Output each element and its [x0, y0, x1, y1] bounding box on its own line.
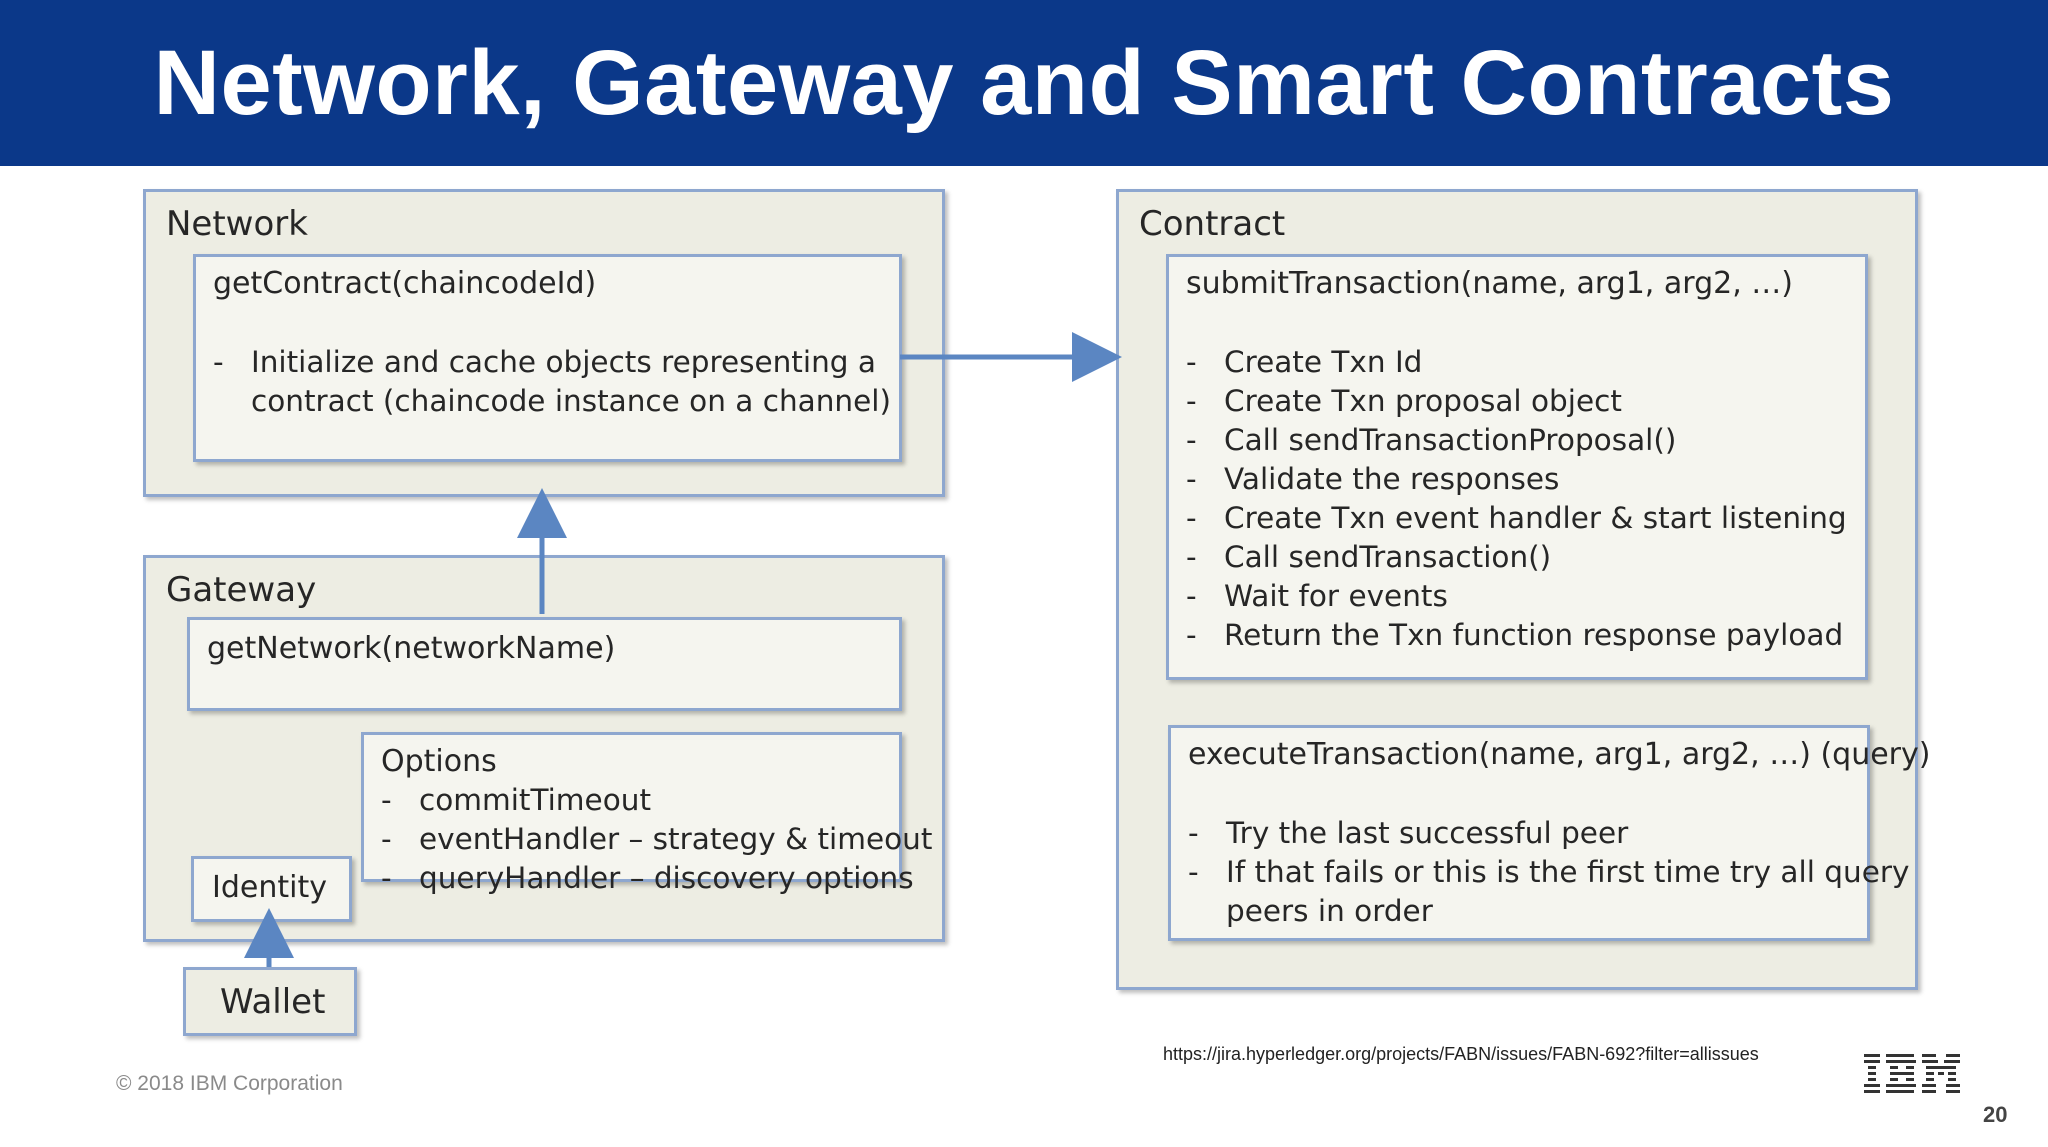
ibm-logo-icon [1864, 1054, 1960, 1093]
submit-transaction-method: submitTransaction(name, arg1, arg2, …) [1186, 266, 1793, 301]
list-item: -Validate the responses [1186, 462, 1560, 496]
gateway-label: Gateway [166, 570, 317, 610]
get-network-method: getNetwork(networkName) [207, 631, 616, 666]
list-item: -Wait for events [1186, 579, 1448, 613]
list-item: -Return the Txn function response payloa… [1186, 618, 1844, 652]
wallet-label: Wallet [220, 982, 326, 1022]
submit-transaction-list: -Create Txn Id -Create Txn proposal obje… [1186, 343, 1847, 655]
list-item: -If that fails or this is the first time… [1188, 855, 1910, 889]
list-item: -Call sendTransaction() [1186, 540, 1552, 574]
list-item: -Call sendTransactionProposal() [1186, 423, 1677, 457]
title-bar: Network, Gateway and Smart Contracts [0, 0, 2048, 166]
execute-transaction-method: executeTransaction(name, arg1, arg2, …) … [1188, 737, 1931, 772]
get-contract-list: -Initialize and cache objects representi… [213, 343, 891, 421]
wallet-box: Wallet [183, 967, 357, 1036]
list-item: -eventHandler – strategy & timeout [381, 822, 933, 856]
footer-url: https://jira.hyperledger.org/projects/FA… [1163, 1044, 1759, 1064]
identity-box: Identity [191, 856, 352, 922]
list-item: -commitTimeout [381, 783, 652, 817]
get-contract-method: getContract(chaincodeId) [213, 266, 597, 301]
copyright: © 2018 IBM Corporation [116, 1072, 343, 1095]
list-item: -Create Txn proposal object [1186, 384, 1622, 418]
list-item: -Create Txn Id [1186, 345, 1423, 379]
network-label: Network [166, 204, 308, 244]
execute-transaction-list: -Try the last successful peer -If that f… [1188, 814, 1909, 931]
identity-label: Identity [212, 870, 327, 905]
options-title: Options [381, 744, 497, 779]
list-item: -queryHandler – discovery options [381, 861, 914, 895]
execute-transaction-box: executeTransaction(name, arg1, arg2, …) … [1168, 725, 1930, 941]
list-item: -Initialize and cache objects representi… [213, 345, 876, 379]
get-contract-box: getContract(chaincodeId) -Initialize and… [193, 254, 902, 462]
contract-label: Contract [1139, 204, 1286, 244]
slide-title: Network, Gateway and Smart Contracts [153, 31, 1895, 134]
submit-transaction-box: submitTransaction(name, arg1, arg2, …) -… [1166, 254, 1868, 680]
list-item: contract (chaincode instance on a channe… [251, 384, 891, 418]
list-item: -Create Txn event handler & start listen… [1186, 501, 1847, 535]
list-item: peers in order [1226, 894, 1433, 928]
list-item: -Try the last successful peer [1188, 816, 1629, 850]
options-box: Options -commitTimeout -eventHandler – s… [361, 732, 932, 895]
gateway-panel: Gateway getNetwork(networkName) Options … [143, 555, 945, 942]
contract-panel: Contract submitTransaction(name, arg1, a… [1116, 189, 1930, 990]
network-panel: Network getContract(chaincodeId) -Initia… [143, 189, 945, 497]
options-list: -commitTimeout -eventHandler – strategy … [381, 781, 932, 898]
get-network-box: getNetwork(networkName) [187, 617, 902, 711]
page-number: 20 [1983, 1102, 2008, 1127]
